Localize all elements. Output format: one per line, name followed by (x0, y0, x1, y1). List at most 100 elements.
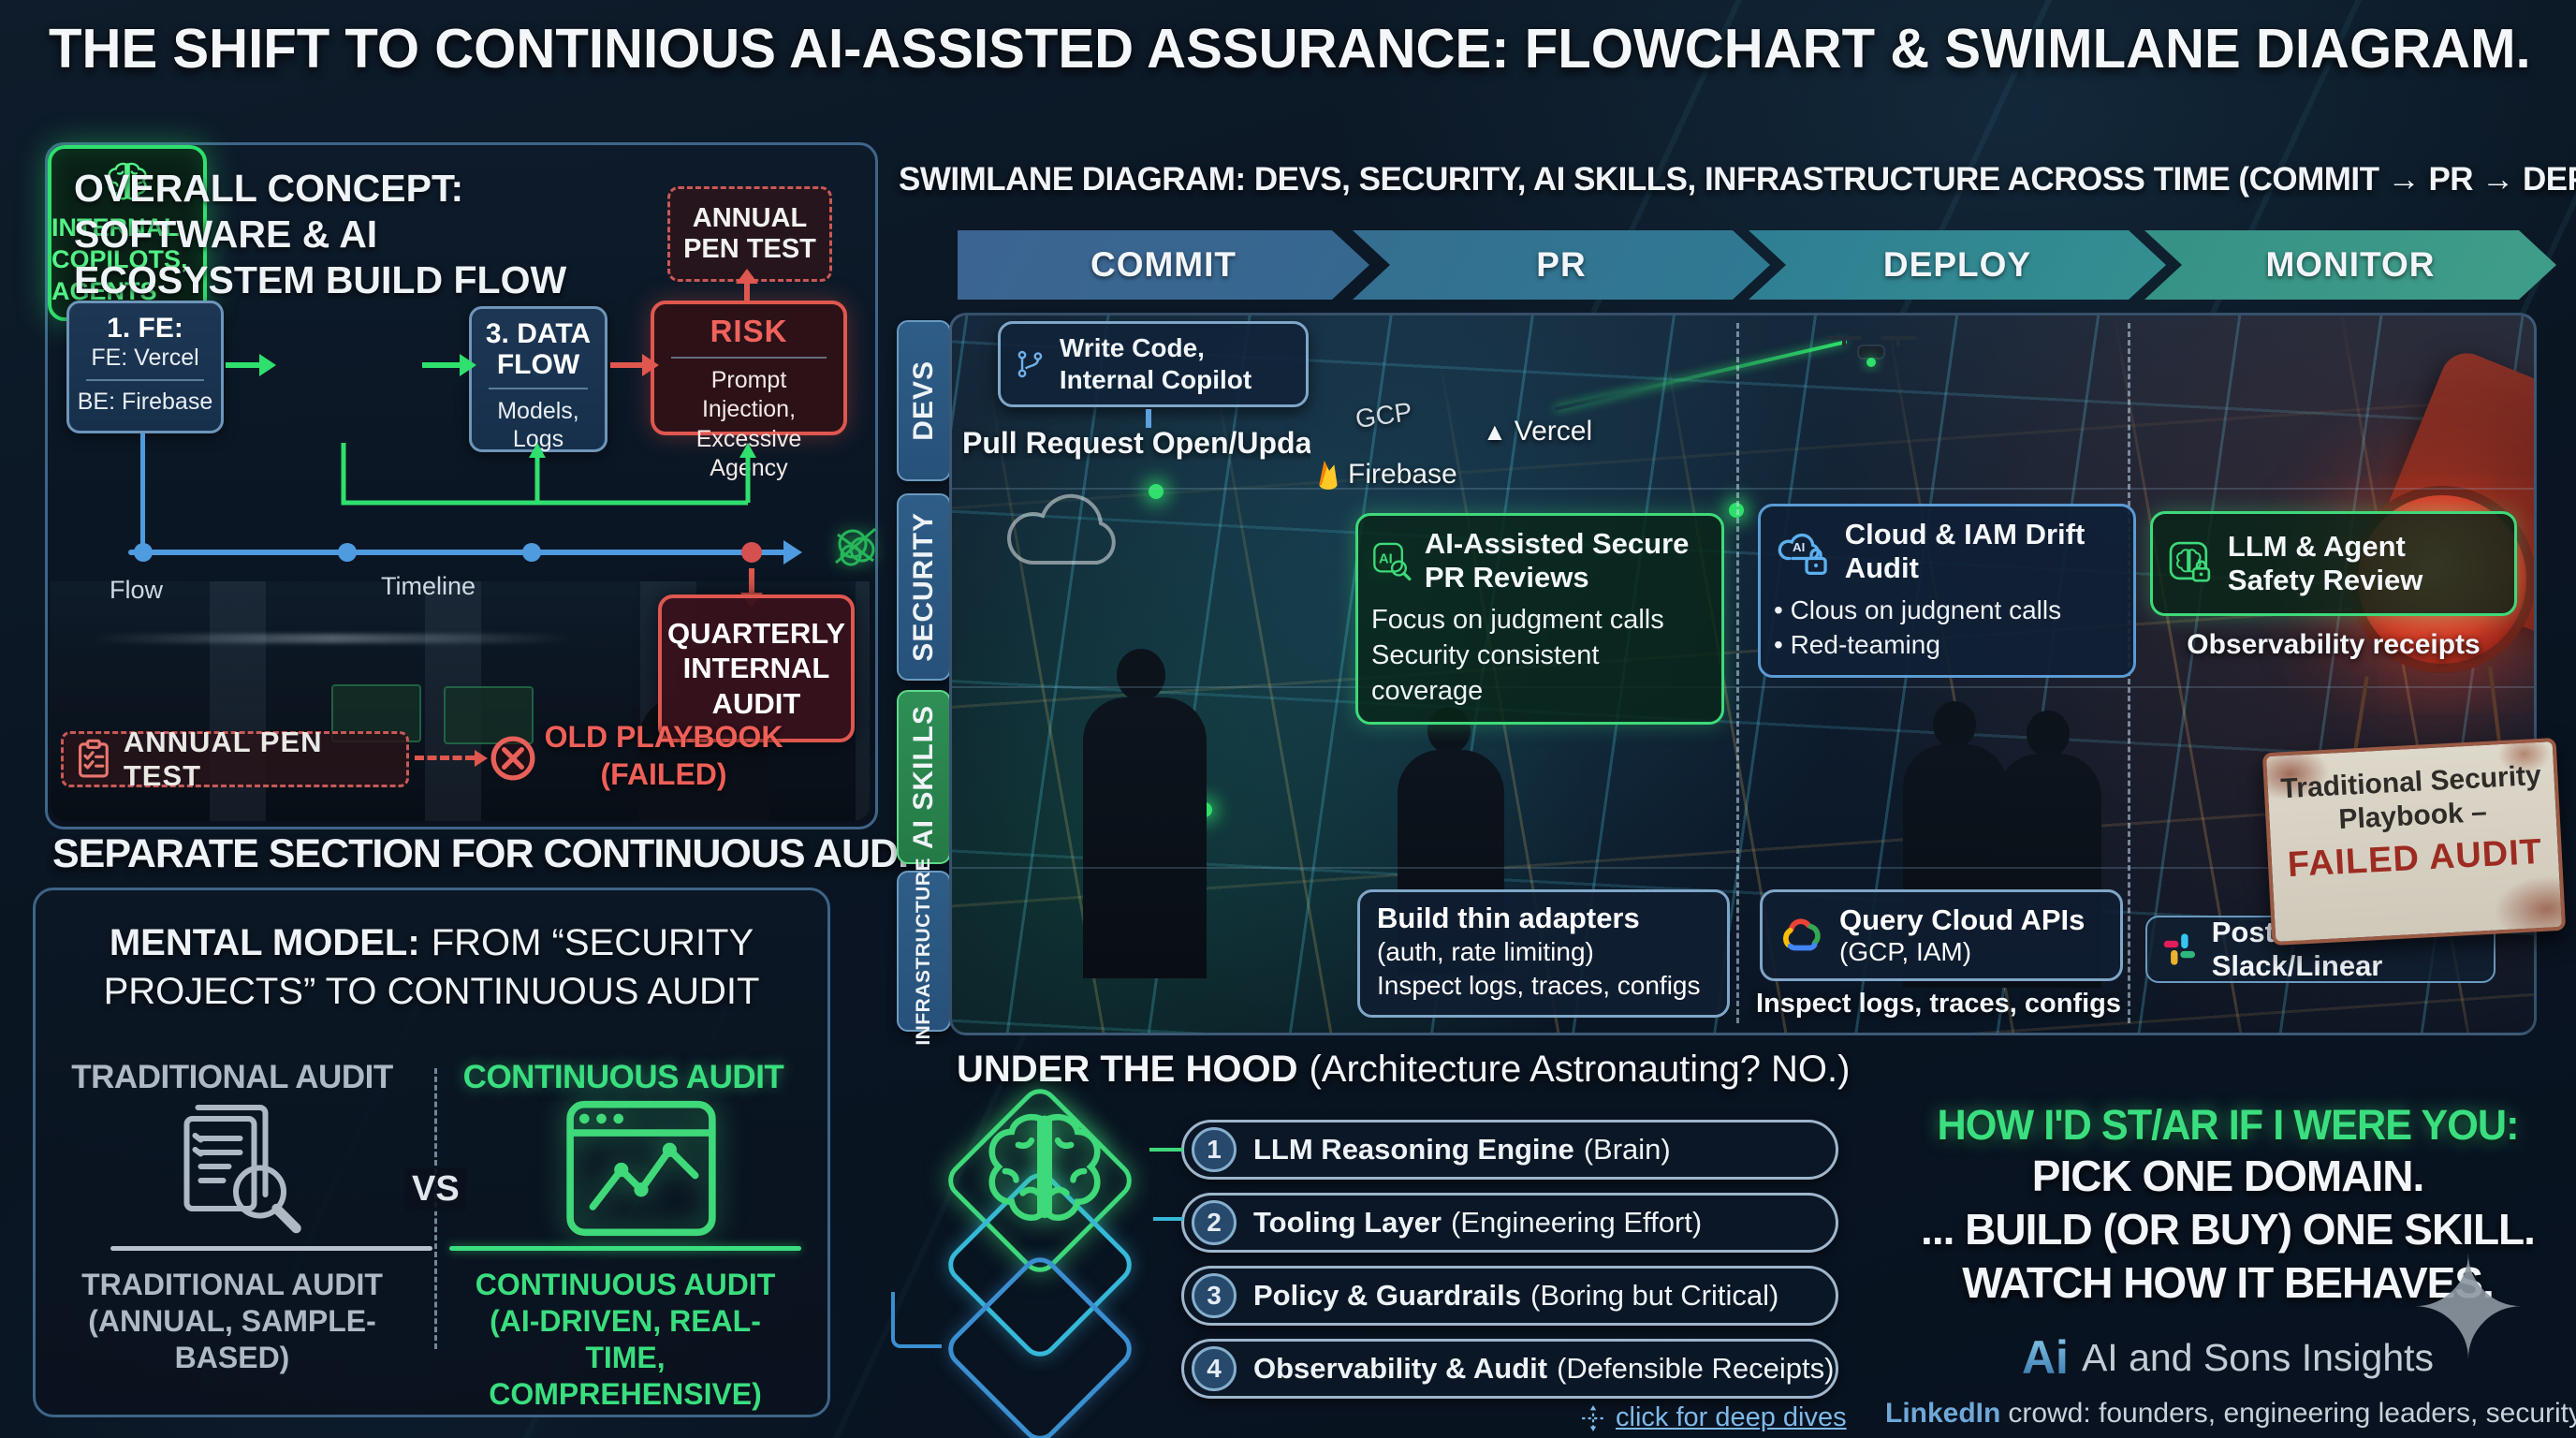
timeline-dot (522, 543, 541, 562)
outro-line: ... BUILD (OR BUY) ONE SKILL. (1921, 1205, 2536, 1255)
continuous-audit-caption: CONTINUOUS AUDIT (AI-DRIVEN, REAL-TIME, … (475, 1268, 776, 1412)
query-cloud-apis-card: Query Cloud APIs (GCP, IAM) (1760, 889, 2123, 981)
outro-line: WATCH HOW IT BEHAVES. (1962, 1258, 2495, 1308)
firebase-icon (1319, 461, 1338, 490)
arrow-risk-to-pentest (736, 269, 758, 301)
ai-pr-review-card: AI AI-Assisted Secure PR Reviews Focus o… (1355, 513, 1724, 726)
llm-agent-safety-card: LLM & Agent Safety Review (2150, 511, 2517, 616)
item-number-badge: 4 (1192, 1346, 1237, 1391)
clipboard-icon (79, 739, 109, 778)
person-silhouette (1083, 697, 1207, 978)
old-playbook-label: OLD PLAYBOOK (FAILED) (544, 720, 783, 791)
sketch-cloud-outline (1007, 493, 1116, 565)
swimlane-scene (949, 313, 2537, 1035)
person-silhouette (2027, 711, 2070, 757)
under-hood-item-1: 1 LLM Reasoning Engine(Brain) (1181, 1120, 1838, 1180)
annual-pen-test-badge: ANNUAL PEN TEST (61, 726, 409, 792)
line-fe-to-timeline (140, 433, 145, 551)
lane-divider (952, 488, 2534, 490)
separate-section-heading: SEPARATE SECTION FOR CONTINUOUS AUDIT (52, 831, 932, 876)
item-number-badge: 1 (1192, 1127, 1237, 1172)
dashed-arrow-pentest-to-failed (415, 750, 488, 767)
timeline-dot (338, 543, 357, 562)
connector-line (1149, 1148, 1183, 1152)
vs-label: VS (404, 1167, 467, 1211)
lane-ai-skills: AI SKILLS (897, 690, 951, 864)
mental-model-heading: MENTAL MODEL:FROM “SECURITY PROJECTS” TO… (103, 922, 760, 1012)
cloud-lock-icon: AI (1778, 533, 1827, 575)
page-title: THE SHIFT TO CONTINIOUS AI-ASSISTED ASSU… (49, 18, 2531, 80)
arrow-to-quarterly-audit (740, 568, 763, 608)
vercel-triangle-icon: ▲ (1483, 417, 1507, 446)
timeline-axis (128, 540, 802, 565)
green-knot-decoration (835, 527, 876, 566)
arrow-copilots-to-dataflow (422, 354, 476, 376)
column-divider-dashed (1736, 323, 1739, 1023)
under-the-hood-heading: UNDER THE HOOD(Architecture Astronauting… (957, 1049, 1851, 1090)
under-hood-item-2: 2 Tooling Layer(Engineering Effort) (1181, 1193, 1838, 1253)
axis-label-timeline: Timeline (381, 572, 476, 600)
pull-request-label: Pull Request Open/Updat (962, 426, 1310, 460)
ai-magnifier-icon: AI (1373, 542, 1412, 580)
x-circle-icon (490, 735, 536, 786)
monitor-silhouette (444, 686, 534, 744)
brain-icon (108, 163, 147, 200)
observability-receipts-label: Observability receipts (2187, 629, 2481, 660)
ai-sons-logo: Ai (2021, 1331, 2069, 1385)
outro-heading: HOW I'D ST/AR IF I WERE YOU: (1937, 1101, 2520, 1149)
swimlane-heading: SWIMLANE DIAGRAM: DEVS, SECURITY, AI SKI… (899, 161, 2576, 198)
node-risk: RISK Prompt Injection, Excessive Agency (651, 301, 847, 481)
annual-pen-test-node: ANNUAL PEN TEST (667, 186, 832, 282)
google-cloud-icon (1783, 918, 1821, 951)
deep-dives-link[interactable]: click for deep dives (1580, 1402, 1847, 1433)
node-frontend: 1. FE: FE: Vercel BE: Firebase (66, 301, 224, 433)
connector-line (1153, 1217, 1183, 1221)
vercel-logo: ▲ Vercel (1483, 416, 1593, 447)
green-connector-lines (341, 443, 756, 506)
inspect-logs-label: Inspect logs, traces, configs (1756, 989, 2121, 1019)
failed-audit-sign: Traditional Security Playbook – FAILED A… (2261, 737, 2567, 946)
divider-line (110, 1246, 432, 1251)
firebase-logo: Firebase (1316, 459, 1457, 491)
svg-text:AI: AI (1793, 540, 1805, 554)
write-code-card: Write Code, Internal Copilot (998, 321, 1309, 407)
svg-text:AI: AI (1379, 551, 1393, 566)
item-number-badge: 3 (1192, 1273, 1237, 1318)
under-hood-item-3: 3 Policy & Guardrails(Boring but Critica… (1181, 1266, 1838, 1326)
move-cross-icon (1582, 1404, 1604, 1431)
document-magnifier-icon (183, 1105, 301, 1234)
slack-icon (2163, 933, 2196, 965)
photo-light-streak (88, 634, 575, 643)
traditional-audit-caption: TRADITIONAL AUDIT (ANNUAL, SAMPLE-BASED) (81, 1268, 383, 1375)
brand-name: AI and Sons Insights (2081, 1335, 2435, 1379)
cloud-iam-drift-card: AI Cloud & IAM Drift Audit • Clous on ju… (1758, 504, 2136, 679)
divider-line (449, 1246, 801, 1251)
outro-line: PICK ONE DOMAIN. (2031, 1152, 2424, 1200)
phase-deploy: DEPLOY (1749, 230, 2166, 300)
connector-line (891, 1292, 942, 1348)
brain-lock-icon (2169, 541, 2211, 582)
connector-tick (1146, 409, 1151, 428)
person-silhouette (1117, 649, 1165, 701)
continuous-audit-label: CONTINUOUS AUDIT (462, 1059, 784, 1095)
post-to-slack-card: Post to Slack/Linear (2145, 916, 2496, 983)
phase-pr: PR (1353, 230, 1770, 300)
overall-concept-panel: OVERALL CONCEPT: SOFTWARE & AI ECOSYSTEM… (45, 142, 878, 829)
node-internal-copilots: INTERNAL COPILOTS, AGENTS (48, 145, 207, 321)
node-data-flow: 3. DATA FLOW Models, Logs (469, 306, 607, 452)
drone-icon (1826, 336, 1916, 367)
person-silhouette (1933, 701, 1976, 748)
sparkle-icon: ✦ (2409, 1228, 2527, 1391)
green-dot (1149, 484, 1164, 499)
under-hood-item-4: 4 Observability & Audit(Defensible Recei… (1181, 1339, 1838, 1399)
outro-block: ✦ HOW I'D ST/AR IF I WERE YOU: PICK ONE … (1885, 1101, 2576, 1430)
panel-heading: OVERALL CONCEPT: SOFTWARE & AI ECOSYSTEM… (74, 167, 567, 302)
lane-divider (952, 867, 2534, 869)
lane-infrastructure: INFRASTRUCTURE (897, 858, 951, 1045)
phase-monitor: MONITOR (2144, 230, 2556, 300)
brain-stack-graphic (936, 1080, 1170, 1438)
timeline-dot-audit (741, 542, 762, 563)
arrow-fe-to-copilots (226, 354, 276, 376)
